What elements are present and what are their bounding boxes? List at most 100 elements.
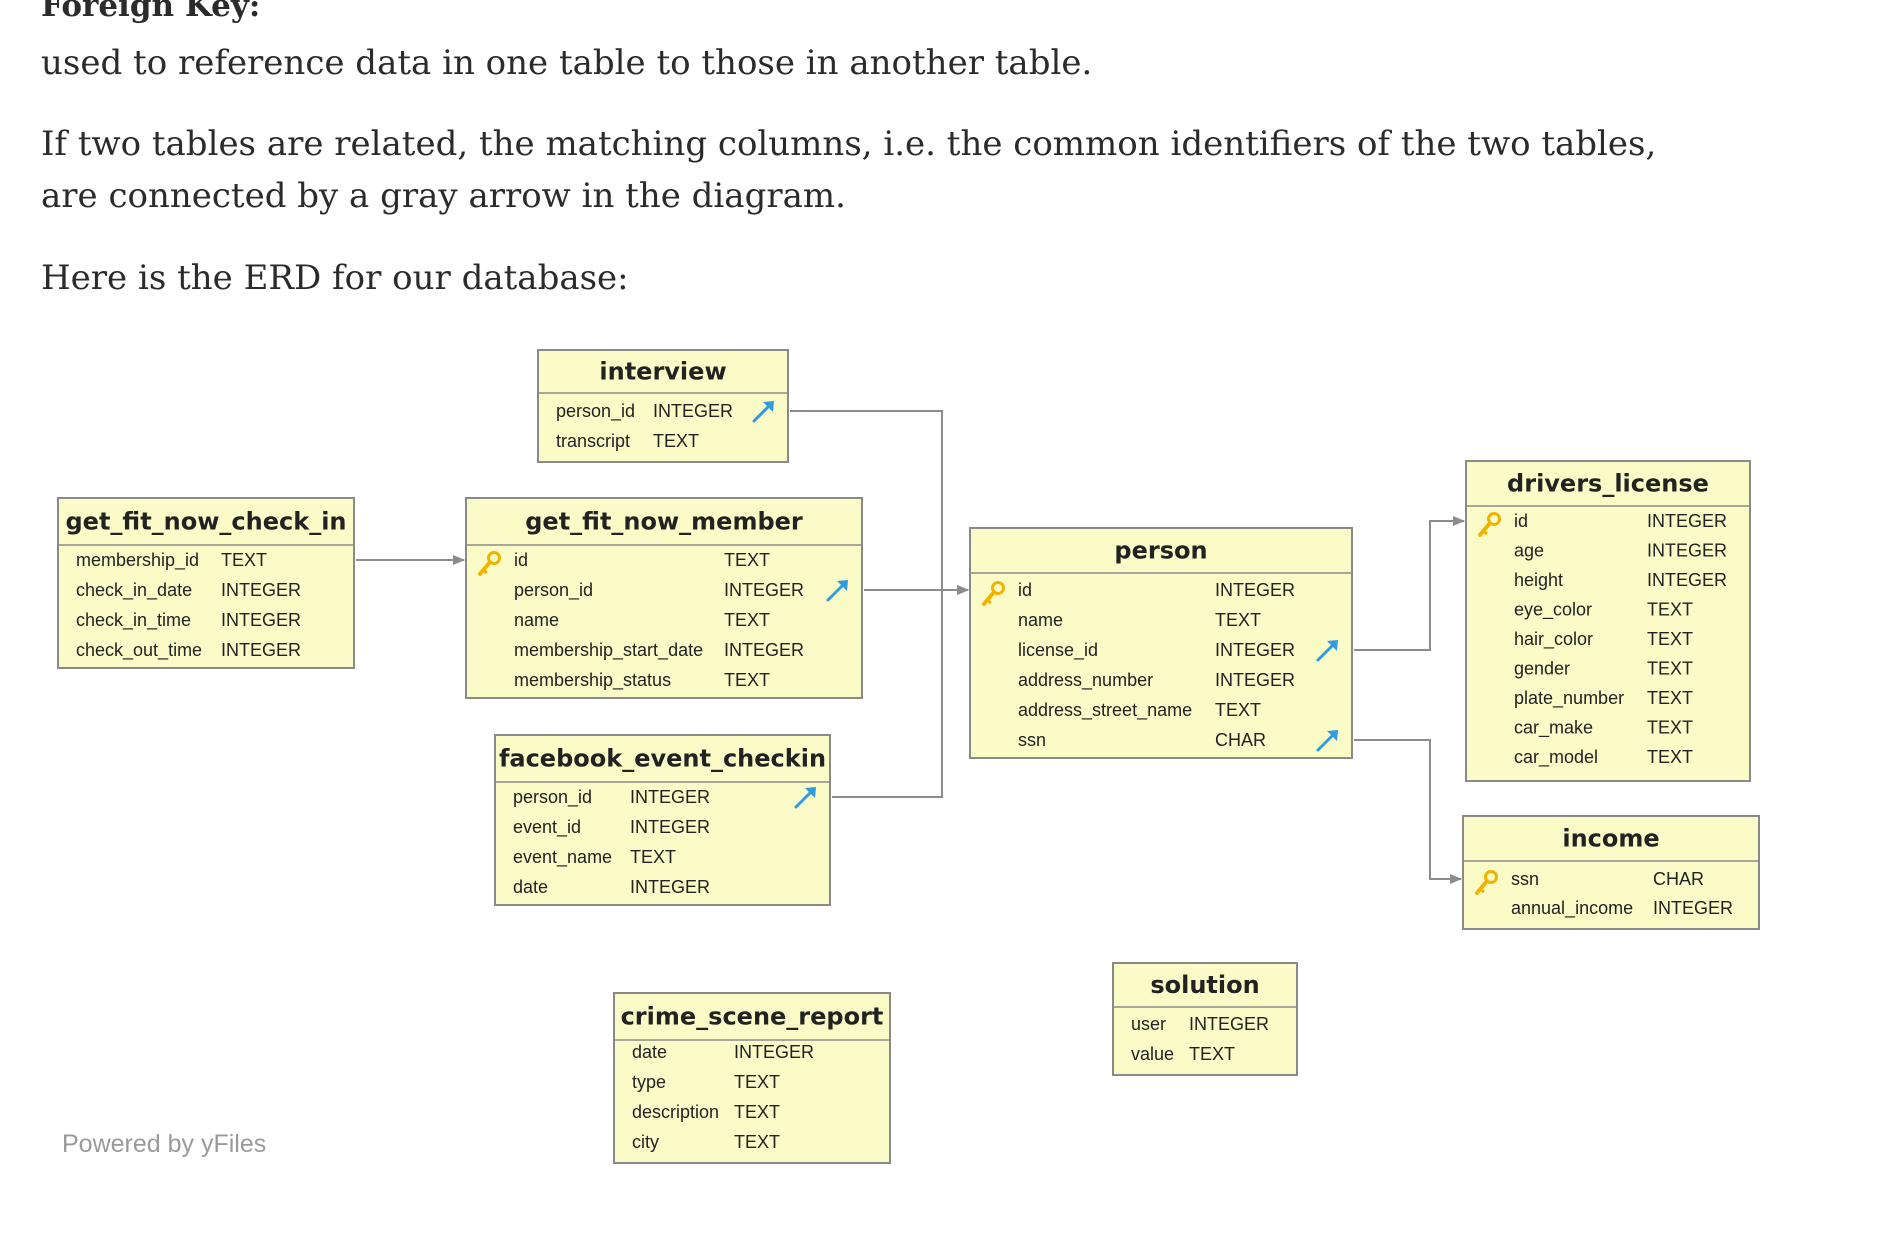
column-type: CHAR xyxy=(1215,730,1266,750)
relationship-connectors xyxy=(356,410,1465,884)
column-type: TEXT xyxy=(734,1102,780,1122)
column-name: event_id xyxy=(513,817,581,838)
column-type: TEXT xyxy=(1647,659,1693,679)
column-type: INTEGER xyxy=(734,1042,814,1062)
column-type: INTEGER xyxy=(1189,1014,1269,1034)
column-type: CHAR xyxy=(1653,869,1704,889)
column-name: check_in_time xyxy=(76,610,191,631)
column-name: user xyxy=(1131,1014,1166,1034)
column-name: transcript xyxy=(556,431,630,451)
column-type: TEXT xyxy=(1215,700,1261,720)
table-box xyxy=(1462,815,1760,930)
table-title: crime_scene_report xyxy=(621,1003,884,1031)
column-name: height xyxy=(1514,570,1563,590)
column-type: INTEGER xyxy=(221,580,301,600)
column-name: membership_status xyxy=(514,670,671,691)
foreign-key-arrow-icon xyxy=(1316,640,1338,662)
column-type: TEXT xyxy=(724,610,770,630)
powered-by-label: Powered by yFiles xyxy=(62,1130,266,1158)
table-box xyxy=(57,497,355,669)
definition-text: used to reference data in one table to t… xyxy=(41,43,1093,83)
column-name: ssn xyxy=(1511,869,1539,889)
column-name: ssn xyxy=(1018,730,1046,750)
table-title: income xyxy=(1562,825,1659,853)
table-title: interview xyxy=(599,358,726,386)
column-type: TEXT xyxy=(724,550,770,570)
column-type: INTEGER xyxy=(221,610,301,630)
primary-key-icon xyxy=(1478,512,1501,537)
foreign-key-arrow-icon xyxy=(826,580,848,602)
primary-key-icon xyxy=(478,551,501,576)
column-name: person_id xyxy=(514,580,593,601)
column-name: value xyxy=(1131,1044,1174,1064)
column-type: TEXT xyxy=(221,550,267,570)
relationship-line xyxy=(832,585,969,798)
column-name: event_name xyxy=(513,847,612,868)
column-name: person_id xyxy=(513,787,592,808)
column-name: date xyxy=(513,877,548,897)
relation-explanation-line-2: are connected by a gray arrow in the dia… xyxy=(41,176,846,216)
table-title: solution xyxy=(1150,971,1259,999)
column-type: INTEGER xyxy=(1653,898,1733,918)
table-title: drivers_license xyxy=(1507,470,1709,498)
column-type: TEXT xyxy=(1215,610,1261,630)
column-name: car_make xyxy=(1514,718,1593,739)
column-type: INTEGER xyxy=(630,877,710,897)
table-title: get_fit_now_check_in xyxy=(65,508,346,536)
column-type: TEXT xyxy=(1189,1044,1235,1064)
relationship-line xyxy=(1354,516,1465,651)
column-name: gender xyxy=(1514,659,1570,679)
column-type: INTEGER xyxy=(1647,541,1727,561)
column-name: age xyxy=(1514,541,1544,561)
column-type: TEXT xyxy=(630,847,676,867)
relationship-line xyxy=(1354,739,1462,884)
column-type: INTEGER xyxy=(653,401,733,421)
table-box xyxy=(1112,962,1298,1076)
column-name: id xyxy=(1514,511,1528,531)
relation-explanation: If two tables are related, the matching … xyxy=(41,118,1656,222)
column-type: INTEGER xyxy=(724,580,804,600)
column-name: eye_color xyxy=(1514,600,1592,621)
foreign-key-arrow-icon xyxy=(752,401,774,423)
table-box xyxy=(1465,460,1751,782)
column-type: TEXT xyxy=(724,670,770,690)
column-name: check_in_date xyxy=(76,580,192,601)
column-type: INTEGER xyxy=(1215,640,1295,660)
column-name: name xyxy=(1018,610,1063,630)
primary-key-icon xyxy=(982,581,1005,606)
column-name: description xyxy=(632,1102,719,1122)
column-name: membership_start_date xyxy=(514,640,703,661)
relation-explanation-line-1: If two tables are related, the matching … xyxy=(41,124,1657,164)
foreign-key-arrow-icon xyxy=(794,787,816,809)
column-type: TEXT xyxy=(734,1132,780,1152)
column-name: city xyxy=(632,1132,659,1152)
section-heading: Foreign Key: xyxy=(41,0,261,24)
column-type: INTEGER xyxy=(724,640,804,660)
column-type: INTEGER xyxy=(1647,511,1727,531)
column-type: TEXT xyxy=(1647,718,1693,738)
column-type: INTEGER xyxy=(221,640,301,660)
column-type: INTEGER xyxy=(1647,570,1727,590)
column-name: date xyxy=(632,1042,667,1062)
table-box xyxy=(494,734,831,906)
column-type: TEXT xyxy=(734,1072,780,1092)
column-name: name xyxy=(514,610,559,630)
primary-key-icon xyxy=(1475,870,1498,895)
column-name: license_id xyxy=(1018,640,1098,661)
column-name: id xyxy=(514,550,528,570)
column-name: hair_color xyxy=(1514,629,1593,650)
column-name: car_model xyxy=(1514,747,1598,768)
table-box xyxy=(613,992,891,1164)
column-name: check_out_time xyxy=(76,640,202,661)
column-type: TEXT xyxy=(1647,600,1693,620)
table-box xyxy=(537,349,789,463)
